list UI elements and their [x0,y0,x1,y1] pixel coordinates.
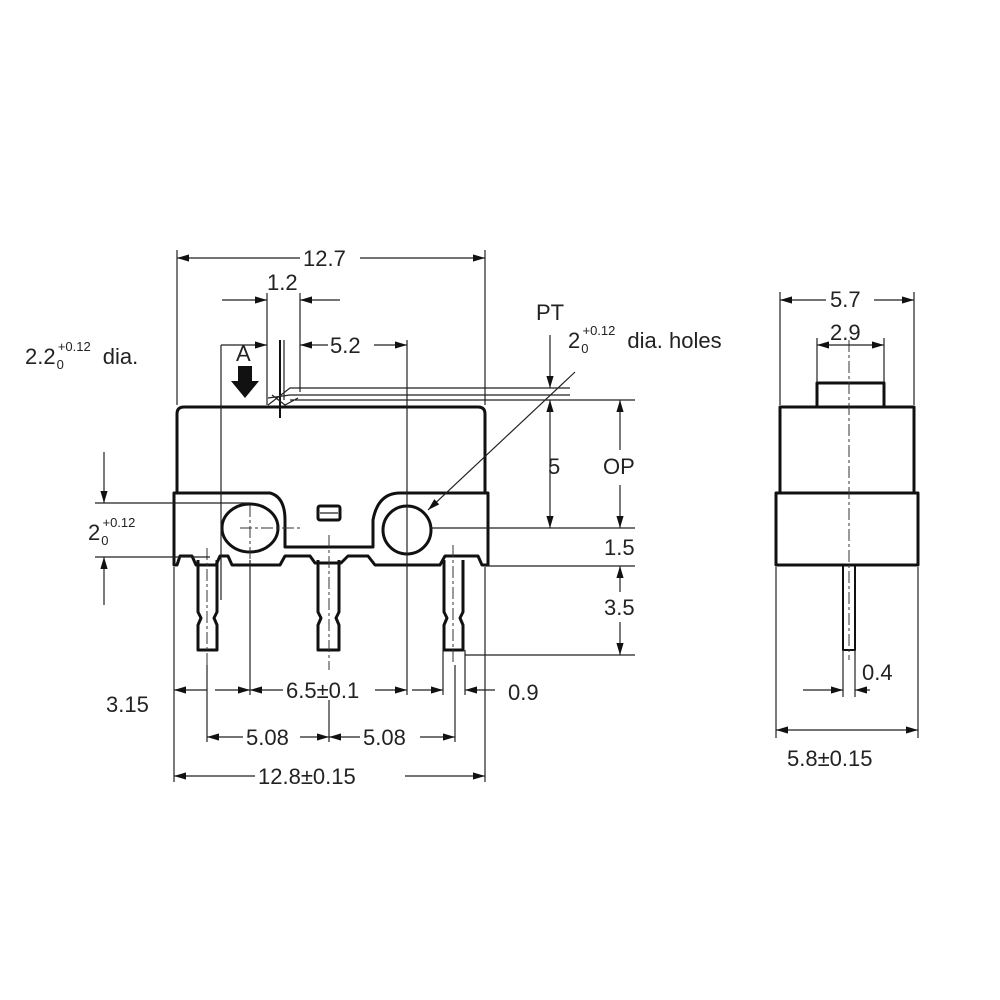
dim-height-5: 5 [548,454,560,479]
lever [267,387,570,406]
dim-pin-pitch-left: 5.08 [246,725,289,750]
dim-hole-pitch: 6.5±0.1 [286,678,359,703]
label-pt: PT [536,300,564,325]
dim-pin-pitch-right: 5.08 [363,725,406,750]
dim-0-9: 0.9 [508,680,539,705]
switch-base [172,491,490,567]
front-view [172,340,570,670]
side-body [778,405,916,495]
dim-1-5: 1.5 [604,535,635,560]
dim-width-bottom: 12.8±0.15 [258,764,356,789]
side-view: 5.7 2.9 0.4 5.8±0.15 [774,287,920,771]
switch-body [175,405,487,493]
side-dim-width-bottom: 5.8±0.15 [787,746,872,771]
side-dim-width-top: 5.7 [830,287,861,312]
label-op: OP [603,454,635,479]
dim-3-5: 3.5 [604,595,635,620]
side-dim-plunger-width: 2.9 [830,320,861,345]
label-actuation-point: A [236,341,251,366]
terminal-mark [316,504,342,522]
actuation-arrow-icon [231,366,259,398]
side-dim-pin-width: 0.4 [862,660,893,685]
dim-lever-offset: 1.2 [267,270,298,295]
hole-height-spec: 20+0.12 [88,515,135,548]
dim-3-15: 3.15 [106,692,149,717]
side-base [774,491,920,567]
dim-width-top: 12.7 [303,246,346,271]
dim-actuator-to-hole: 5.2 [330,333,361,358]
side-plunger [815,381,886,409]
